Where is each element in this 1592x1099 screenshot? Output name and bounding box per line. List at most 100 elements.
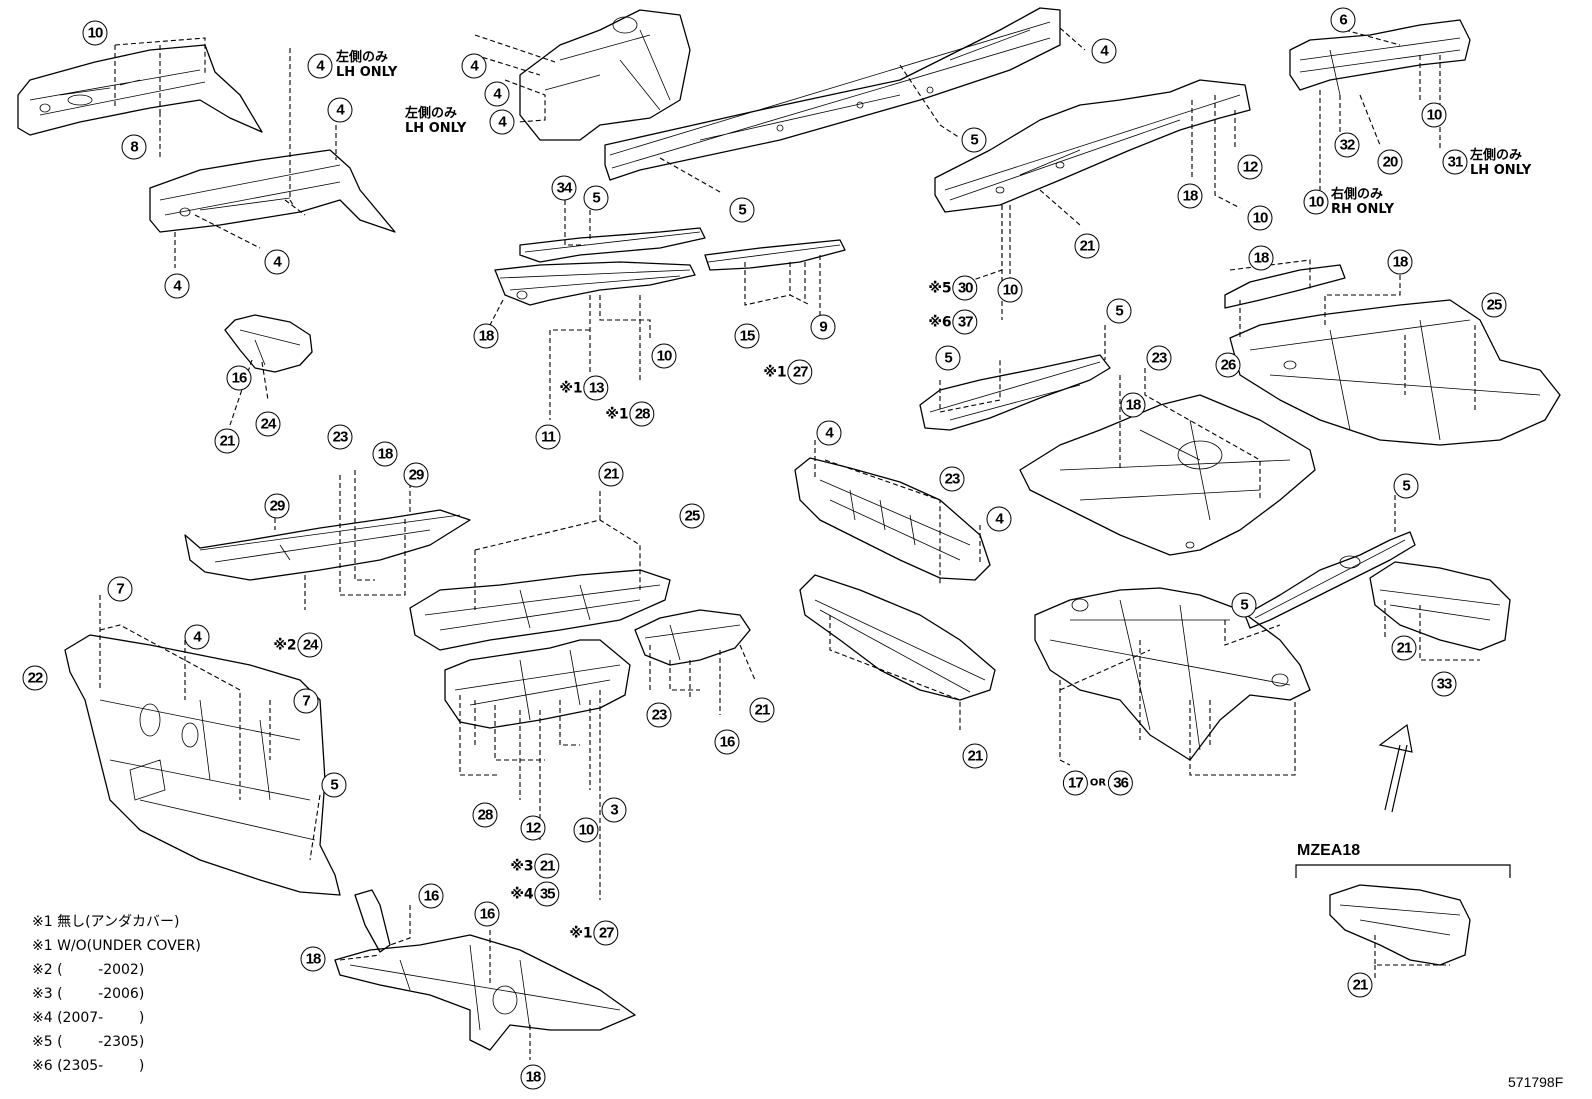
callout-18: 18 — [1387, 249, 1413, 275]
callout-23: 23 — [327, 424, 353, 450]
rear-suspension-member — [1034, 587, 1311, 761]
callout-4: 4 — [264, 249, 290, 275]
callout-4: 4 — [816, 420, 842, 446]
inset-rear-member-mzea18 — [1329, 884, 1471, 966]
callout-23: 23 — [646, 702, 672, 728]
callout-21: 21 — [1347, 972, 1373, 998]
callout-5: 5 — [321, 772, 347, 798]
callout-23: 23 — [1146, 345, 1172, 371]
callout-5: 5 — [961, 127, 987, 153]
callout-21: 21 — [1391, 635, 1417, 661]
note-1-en: ※1 W/O(UNDER COVER) — [32, 938, 201, 954]
callout-16: 16 — [714, 729, 740, 755]
callout-5: 5 — [583, 185, 609, 211]
rh-only-label: 右側のみ RH ONLY — [1331, 187, 1395, 217]
note-5: ※5 ( -2305) — [32, 1034, 145, 1050]
callout-21: 21 — [749, 697, 775, 723]
dash-panel — [64, 634, 341, 896]
callout-17-or-36: 17 OR 36 — [1062, 770, 1134, 796]
callout-31: 31 — [1442, 149, 1468, 175]
rear-end-panel — [1369, 561, 1511, 651]
lh-only-label-top-left: 左側のみ LH ONLY — [336, 50, 398, 80]
rear-end-panel-bracket — [1289, 19, 1471, 96]
callout-4: 4 — [327, 97, 353, 123]
rear-floor-pan — [1019, 394, 1316, 556]
callout-9: 9 — [810, 314, 836, 340]
callout-26: 26 — [1215, 352, 1241, 378]
callout-21: 21 — [1074, 233, 1100, 259]
floor-tunnel-reinforcement — [444, 639, 631, 729]
rear-floor-side-member — [934, 79, 1251, 213]
front-floor-panel-main — [409, 569, 671, 651]
callout-5: 5 — [1231, 592, 1257, 618]
front-floor-side-member — [604, 7, 1061, 181]
callout-11: 11 — [535, 424, 561, 450]
callout-18: 18 — [473, 323, 499, 349]
front-side-member-lower — [149, 149, 396, 233]
callout-3: 3 — [601, 797, 627, 823]
note-1-jp: ※1 無し(アンダカバー) — [32, 914, 180, 930]
callout-28: 28 — [472, 802, 498, 828]
callout-18: 18 — [1120, 392, 1146, 418]
note-2: ※2 ( -2002) — [32, 962, 145, 978]
model-code-label: MZEA18 — [1297, 842, 1361, 859]
callout-7: 7 — [107, 576, 133, 602]
front-floor-panel-rh — [184, 509, 471, 581]
rear-floor-rail — [704, 239, 846, 271]
front-floor-cross-member — [494, 261, 696, 306]
front-suspension-bracket — [224, 314, 313, 373]
callout-5: 5 — [1106, 298, 1132, 324]
callout-32: 32 — [1334, 132, 1360, 158]
callout-16: 16 — [418, 883, 444, 909]
callout-5: 5 — [935, 345, 961, 371]
callout-5: 5 — [729, 197, 755, 223]
callout-16: 16 — [226, 365, 252, 391]
note-4: ※4 (2007- ) — [32, 1010, 145, 1026]
callout-21: 21 — [962, 743, 988, 769]
callout-5: 5 — [1393, 473, 1419, 499]
callout-12: 12 — [520, 815, 546, 841]
callout-10: 10 — [1303, 189, 1329, 215]
callout-4: 4 — [489, 109, 515, 135]
front-suspension-crossmember — [334, 889, 636, 1051]
callout-10: 10 — [1421, 102, 1447, 128]
callout-4: 4 — [484, 81, 510, 107]
callout-21: 21 — [214, 428, 240, 454]
callout-18: 18 — [300, 946, 326, 972]
callout-10: 10 — [651, 343, 677, 369]
callout-18: 18 — [520, 1064, 546, 1090]
callout-20: 20 — [1377, 149, 1403, 175]
callout-21: 21 — [598, 461, 624, 487]
callout-25: 25 — [679, 503, 705, 529]
callout-6: 6 — [1330, 7, 1356, 33]
callout-12: 12 — [1237, 154, 1263, 180]
callout-16: 16 — [474, 901, 500, 927]
callout-23: 23 — [939, 466, 965, 492]
document-code: 571798F — [1508, 1074, 1564, 1090]
callout-25: 25 — [1481, 292, 1507, 318]
front-apron — [519, 9, 691, 141]
callout-4: 4 — [164, 273, 190, 299]
callout-24: 24 — [255, 411, 281, 437]
callout-29: 29 — [403, 462, 429, 488]
rocker-inner-rail — [519, 227, 706, 263]
lh-only-label-rear: 左側のみ LH ONLY — [1470, 148, 1532, 178]
note-6: ※6 (2305- ) — [32, 1058, 145, 1074]
lh-only-label-apron: 左側のみ LH ONLY — [405, 106, 467, 136]
front-side-member-upper — [17, 44, 263, 136]
callout-10: 10 — [997, 277, 1023, 303]
callout-18: 18 — [1177, 183, 1203, 209]
rear-floor-side-member-rh — [1224, 264, 1346, 309]
callout-8: 8 — [121, 134, 147, 160]
rear-floor-extension — [1244, 531, 1416, 629]
rocker-panel — [799, 574, 996, 701]
